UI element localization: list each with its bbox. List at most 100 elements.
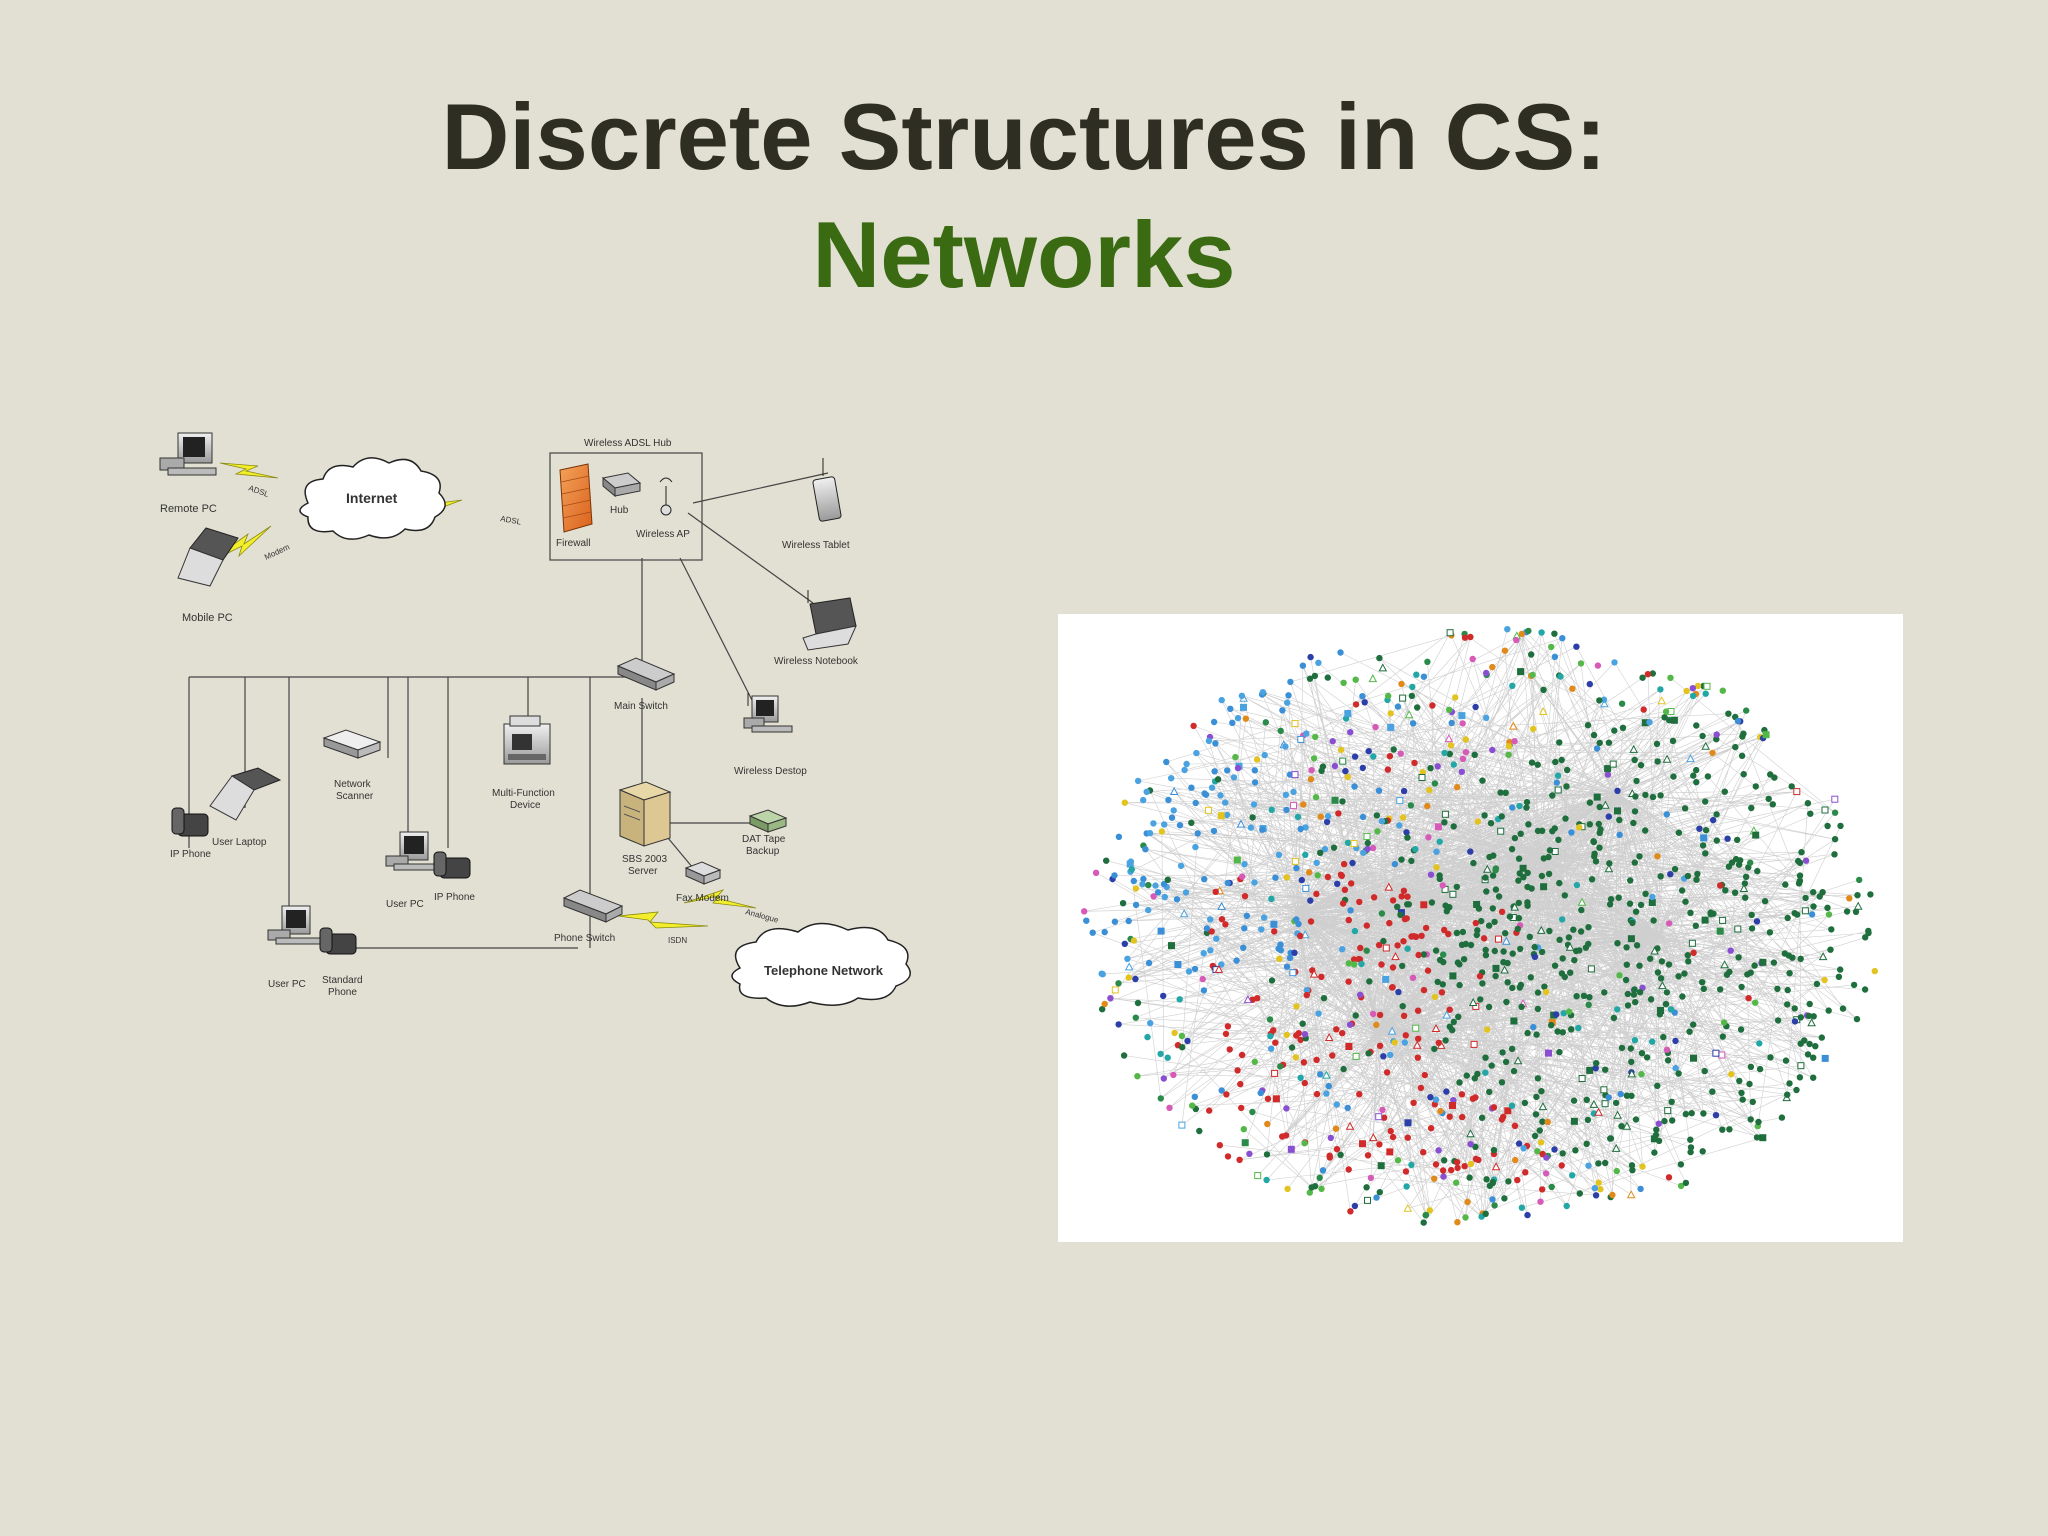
graph-node: [1297, 932, 1304, 940]
graph-node: [1460, 956, 1468, 963]
graph-node: [1669, 1117, 1676, 1124]
graph-node: [1837, 966, 1844, 973]
graph-node: [1306, 869, 1313, 876]
graph-node: [1337, 1151, 1344, 1158]
graph-node: [1324, 674, 1331, 681]
graph-node: [1277, 727, 1284, 734]
graph-node: [1827, 946, 1834, 953]
graph-node: [1686, 754, 1695, 763]
graph-node: [1424, 967, 1432, 974]
graph-node: [1810, 1074, 1817, 1081]
graph-nodes: [1081, 626, 1878, 1226]
graph-node: [1596, 829, 1603, 837]
graph-node: [1770, 959, 1778, 966]
graph-node: [1309, 969, 1319, 978]
graph-node: [1482, 874, 1489, 881]
graph-node: [1214, 776, 1222, 783]
graph-node: [1738, 983, 1745, 991]
graph-node: [1687, 1148, 1694, 1156]
graph-node: [1322, 1070, 1331, 1079]
graph-node: [1099, 1006, 1106, 1013]
graph-node: [1218, 696, 1225, 704]
telephone-network-label: Telephone Network: [764, 963, 884, 978]
graph-node: [1765, 795, 1772, 802]
graph-node: [1518, 630, 1525, 638]
graph-node: [1365, 1050, 1372, 1057]
graph-node: [1359, 764, 1366, 772]
graph-node: [1802, 894, 1809, 902]
graph-node: [1400, 787, 1408, 795]
graph-node: [1589, 1099, 1599, 1108]
graph-node: [1404, 1134, 1411, 1141]
graph-node: [1234, 714, 1242, 722]
graph-node: [1798, 849, 1805, 856]
graph-node: [1190, 722, 1197, 730]
graph-node: [1419, 769, 1426, 776]
mobile-pc-icon: [177, 527, 239, 587]
graph-node: [1642, 890, 1649, 897]
graph-node: [1224, 1023, 1232, 1030]
graph-node: [1170, 1071, 1177, 1079]
graph-node: [1654, 1082, 1661, 1089]
graph-node: [1398, 893, 1405, 900]
graph-node: [1797, 1014, 1804, 1021]
graph-node: [1515, 914, 1523, 922]
graph-node: [1693, 766, 1700, 774]
graph-node: [1539, 1186, 1546, 1193]
graph-node: [1467, 633, 1474, 641]
graph-node: [1467, 1160, 1475, 1168]
graph-node: [1720, 960, 1729, 969]
graph-node: [1515, 1140, 1523, 1147]
graph-node: [1241, 893, 1249, 900]
graph-node: [1144, 1033, 1151, 1041]
graph-node: [1538, 629, 1545, 636]
graph-node: [1420, 951, 1427, 958]
graph-node: [1538, 1088, 1545, 1095]
graph-node: [1319, 1167, 1327, 1174]
graph-node: [1500, 965, 1509, 974]
graph-node: [1331, 796, 1339, 804]
graph-node: [1736, 1077, 1743, 1085]
graph-node: [1152, 882, 1159, 889]
graph-node: [1344, 710, 1352, 717]
graph-node: [1264, 1120, 1271, 1128]
graph-node: [1385, 692, 1392, 700]
graph-node: [1611, 727, 1618, 734]
graph-node: [1160, 1075, 1167, 1082]
graph-node: [1528, 885, 1535, 892]
graph-node: [1540, 855, 1547, 862]
graph-node: [1229, 719, 1236, 726]
graph-node: [1200, 987, 1208, 994]
graph-node: [1410, 1099, 1417, 1106]
graph-node: [1649, 670, 1656, 677]
network-topology-diagram: ADSL ADSL Modem Analogue ISDN Remote PC …: [159, 432, 911, 1007]
graph-node: [1638, 1071, 1645, 1078]
graph-node: [1399, 814, 1407, 821]
graph-node: [1375, 1113, 1383, 1121]
graph-node: [1523, 798, 1531, 806]
graph-node: [1616, 816, 1623, 824]
firewall-label: Firewall: [556, 538, 590, 549]
graph-node: [1802, 857, 1810, 864]
graph-node: [1134, 777, 1142, 785]
graph-node: [1518, 1003, 1525, 1010]
graph-node: [1618, 1123, 1625, 1130]
graph-node: [1293, 864, 1300, 872]
graph-node: [1157, 927, 1165, 935]
graph-node: [1352, 1012, 1359, 1019]
graph-node: [1390, 746, 1397, 753]
graph-node: [1594, 1107, 1603, 1116]
graph-node: [1497, 827, 1505, 835]
graph-node: [1615, 894, 1622, 901]
graph-node: [1297, 735, 1305, 743]
graph-node: [1568, 829, 1575, 836]
graph-node: [1666, 717, 1673, 724]
graph-node: [1865, 929, 1872, 937]
graph-node: [1546, 927, 1553, 935]
graph-node: [1752, 999, 1759, 1006]
graph-node: [1654, 969, 1662, 976]
graph-node: [1596, 697, 1603, 704]
user-laptop-icon: [209, 767, 282, 821]
graph-node: [1327, 1134, 1334, 1142]
graph-node: [1794, 911, 1801, 918]
